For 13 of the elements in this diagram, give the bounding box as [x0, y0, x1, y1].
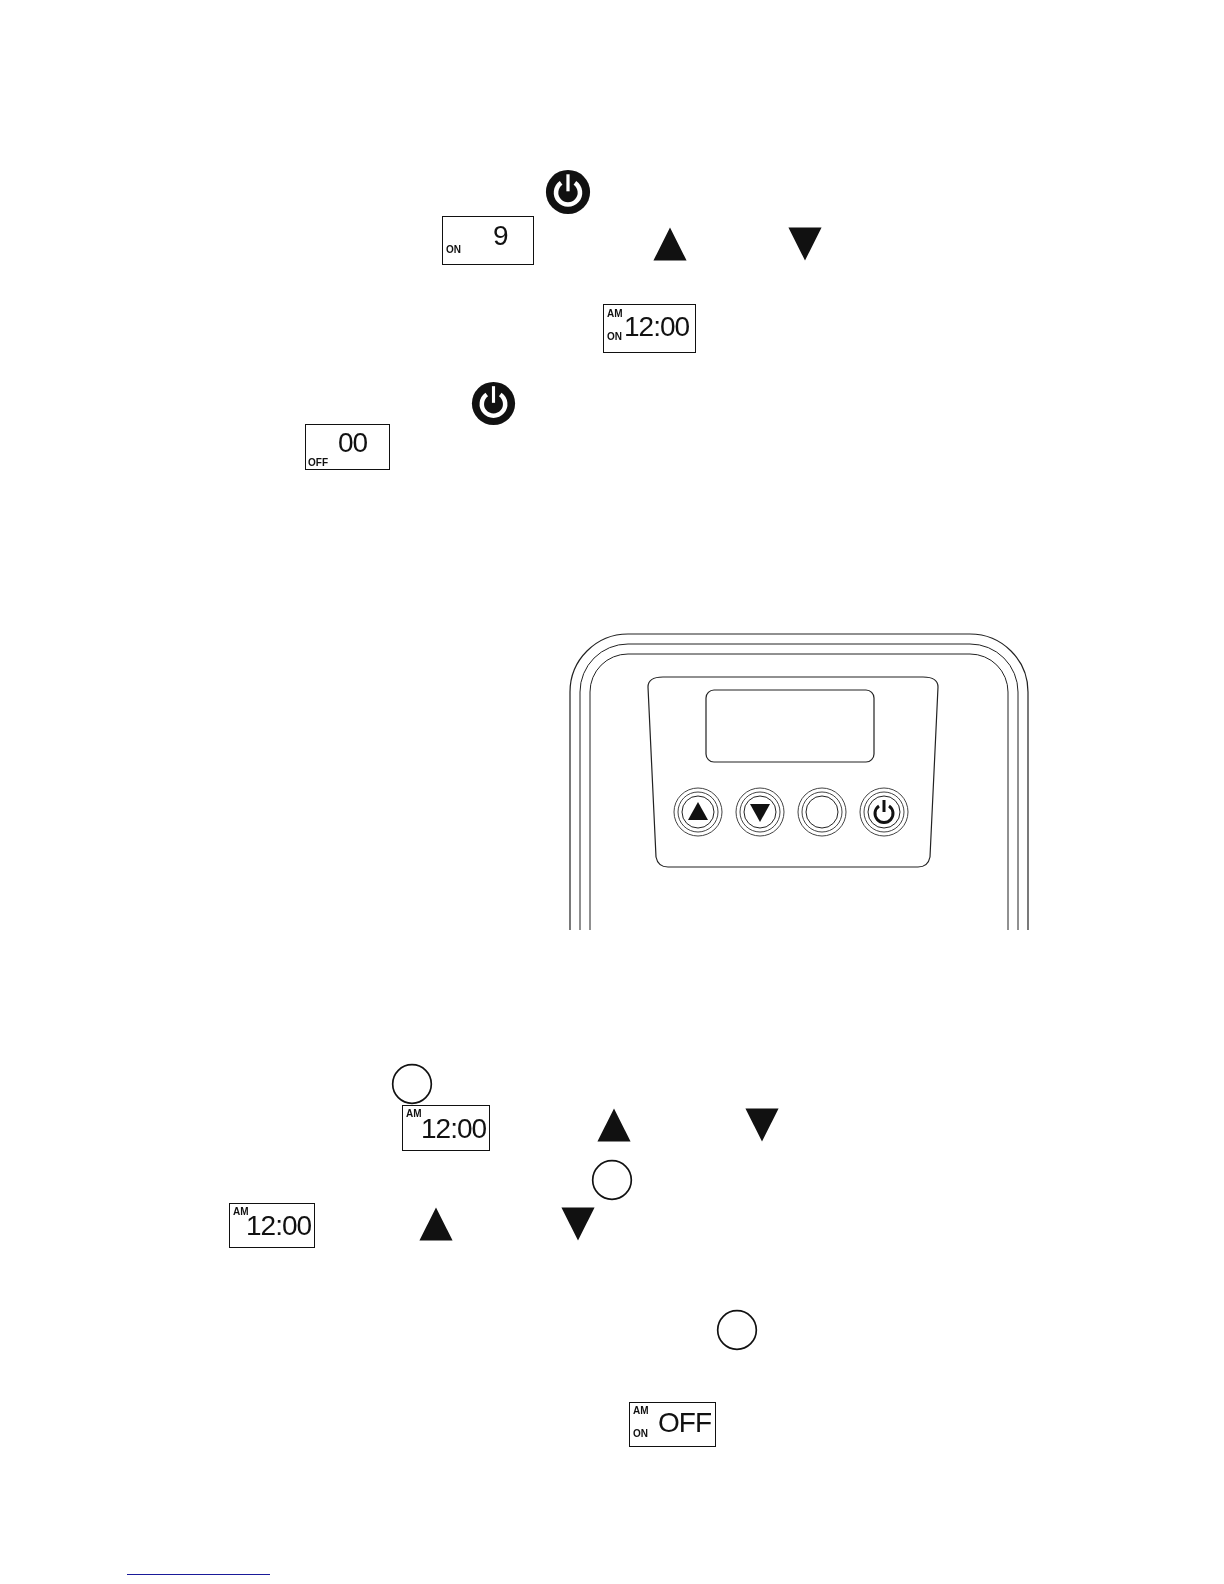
- display-indicator: OFF: [308, 458, 328, 468]
- display-digits: 12:00: [421, 1115, 487, 1143]
- display-digits: OFF: [658, 1409, 711, 1437]
- display-indicator: AM: [633, 1406, 649, 1416]
- display-digits: 12:00: [624, 313, 690, 341]
- display-indicator: ON: [633, 1429, 648, 1439]
- display-indicator: AM: [406, 1109, 422, 1119]
- display-indicator: AM: [607, 309, 623, 319]
- display-indicator: ON: [446, 245, 461, 255]
- display-indicator: AM: [233, 1207, 249, 1217]
- display-digits: 9: [493, 222, 508, 250]
- display-digits: 00: [338, 429, 368, 457]
- display-indicator: ON: [607, 332, 622, 342]
